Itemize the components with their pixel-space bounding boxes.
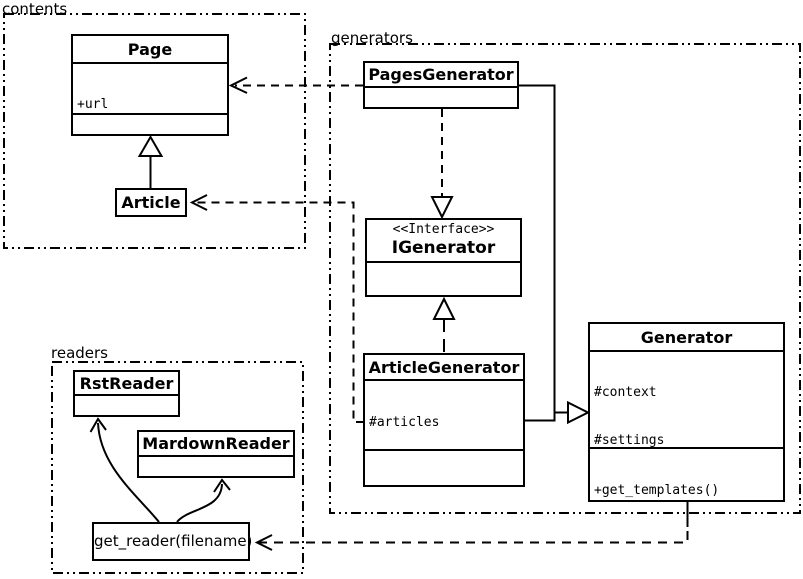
getreader-node: get_reader(filename) [92, 522, 252, 561]
class-page: Page +url +slug +summary +check_properti… [71, 34, 229, 136]
readers-package-border [51, 361, 304, 574]
articlegenerator-depends-article-line [194, 201, 364, 423]
pagesgenerator-depends-page-arrow-icon [228, 76, 248, 94]
methods-compartment: +read() [75, 394, 178, 414]
generator-depends-getreader-line [259, 531, 689, 544]
methods-compartment: +check_properties() [73, 113, 227, 136]
attributes-compartment: #pages [365, 86, 517, 106]
methods-compartment: +generate_context() +generate_output() [367, 261, 520, 294]
class-title: MardownReader [142, 434, 290, 453]
class-title: ArticleGenerator [368, 357, 520, 377]
getreader-to-mardownreader-line [176, 483, 223, 523]
attr-line: #articles [369, 415, 440, 430]
class-rstreader: RstReader +read() [73, 370, 180, 417]
extends-generator-triangle-icon [567, 400, 591, 425]
articlegenerator-realizes-igenerator-triangle-icon [432, 296, 456, 320]
class-title: PagesGenerator [368, 65, 514, 84]
pagesgenerator-realizes-igenerator-triangle-icon [430, 196, 454, 220]
attr-line: #context [594, 385, 657, 400]
readers-package-label: readers [51, 344, 108, 362]
class-mardownreader: MardownReader +read() [137, 430, 295, 478]
contents-package-label: contents [2, 0, 68, 18]
getreader-to-mardownreader-arrow-icon [213, 478, 231, 493]
method-line: +get_templates() [594, 483, 720, 498]
generator-depends-getreader-arrow-icon [254, 534, 273, 551]
getreader-to-rstreader-line [97, 422, 160, 523]
attributes-compartment: #articles #dates #tags #categories [365, 379, 523, 449]
article-extends-page-triangle-icon [137, 135, 164, 157]
class-title: RstReader [79, 373, 174, 393]
class-title: Article [121, 193, 181, 212]
class-title: IGenerator [391, 238, 496, 258]
attributes-compartment: #context #settings #path #theme #output_… [590, 350, 783, 447]
contents-package-border [3, 13, 306, 249]
class-title: Page [127, 39, 173, 59]
generators-package-border [329, 43, 801, 514]
generators-package-label: generators [331, 29, 413, 47]
methods-compartment: +generate_feeds() +generate_pages() [365, 449, 523, 485]
class-title-block: <<Interface>> IGenerator [367, 220, 520, 261]
methods-compartment: +get_templates() +get_files(path,exclude… [590, 447, 783, 500]
articlegenerator-extends-generator-line [525, 412, 556, 422]
articlegenerator-depends-article-arrow-icon [189, 194, 208, 211]
attr-line: #settings [594, 433, 665, 447]
class-generator: Generator #context #settings #path #them… [588, 322, 785, 502]
class-igenerator: <<Interface>> IGenerator +generate_conte… [365, 218, 522, 297]
getreader-to-rstreader-arrow-icon [89, 417, 107, 433]
stereotype-label: <<Interface>> [392, 222, 495, 237]
class-article: Article [115, 188, 187, 217]
methods-compartment: +read() [139, 455, 293, 475]
attr-line: +url [77, 97, 109, 112]
class-pagesgenerator: PagesGenerator #pages [363, 61, 519, 109]
class-title: Generator [640, 327, 733, 347]
attributes-compartment: +url +slug +summary [73, 62, 227, 113]
pagesgenerator-extends-generator-line [519, 84, 568, 414]
class-articlegenerator: ArticleGenerator #articles #dates #tags … [363, 353, 525, 487]
